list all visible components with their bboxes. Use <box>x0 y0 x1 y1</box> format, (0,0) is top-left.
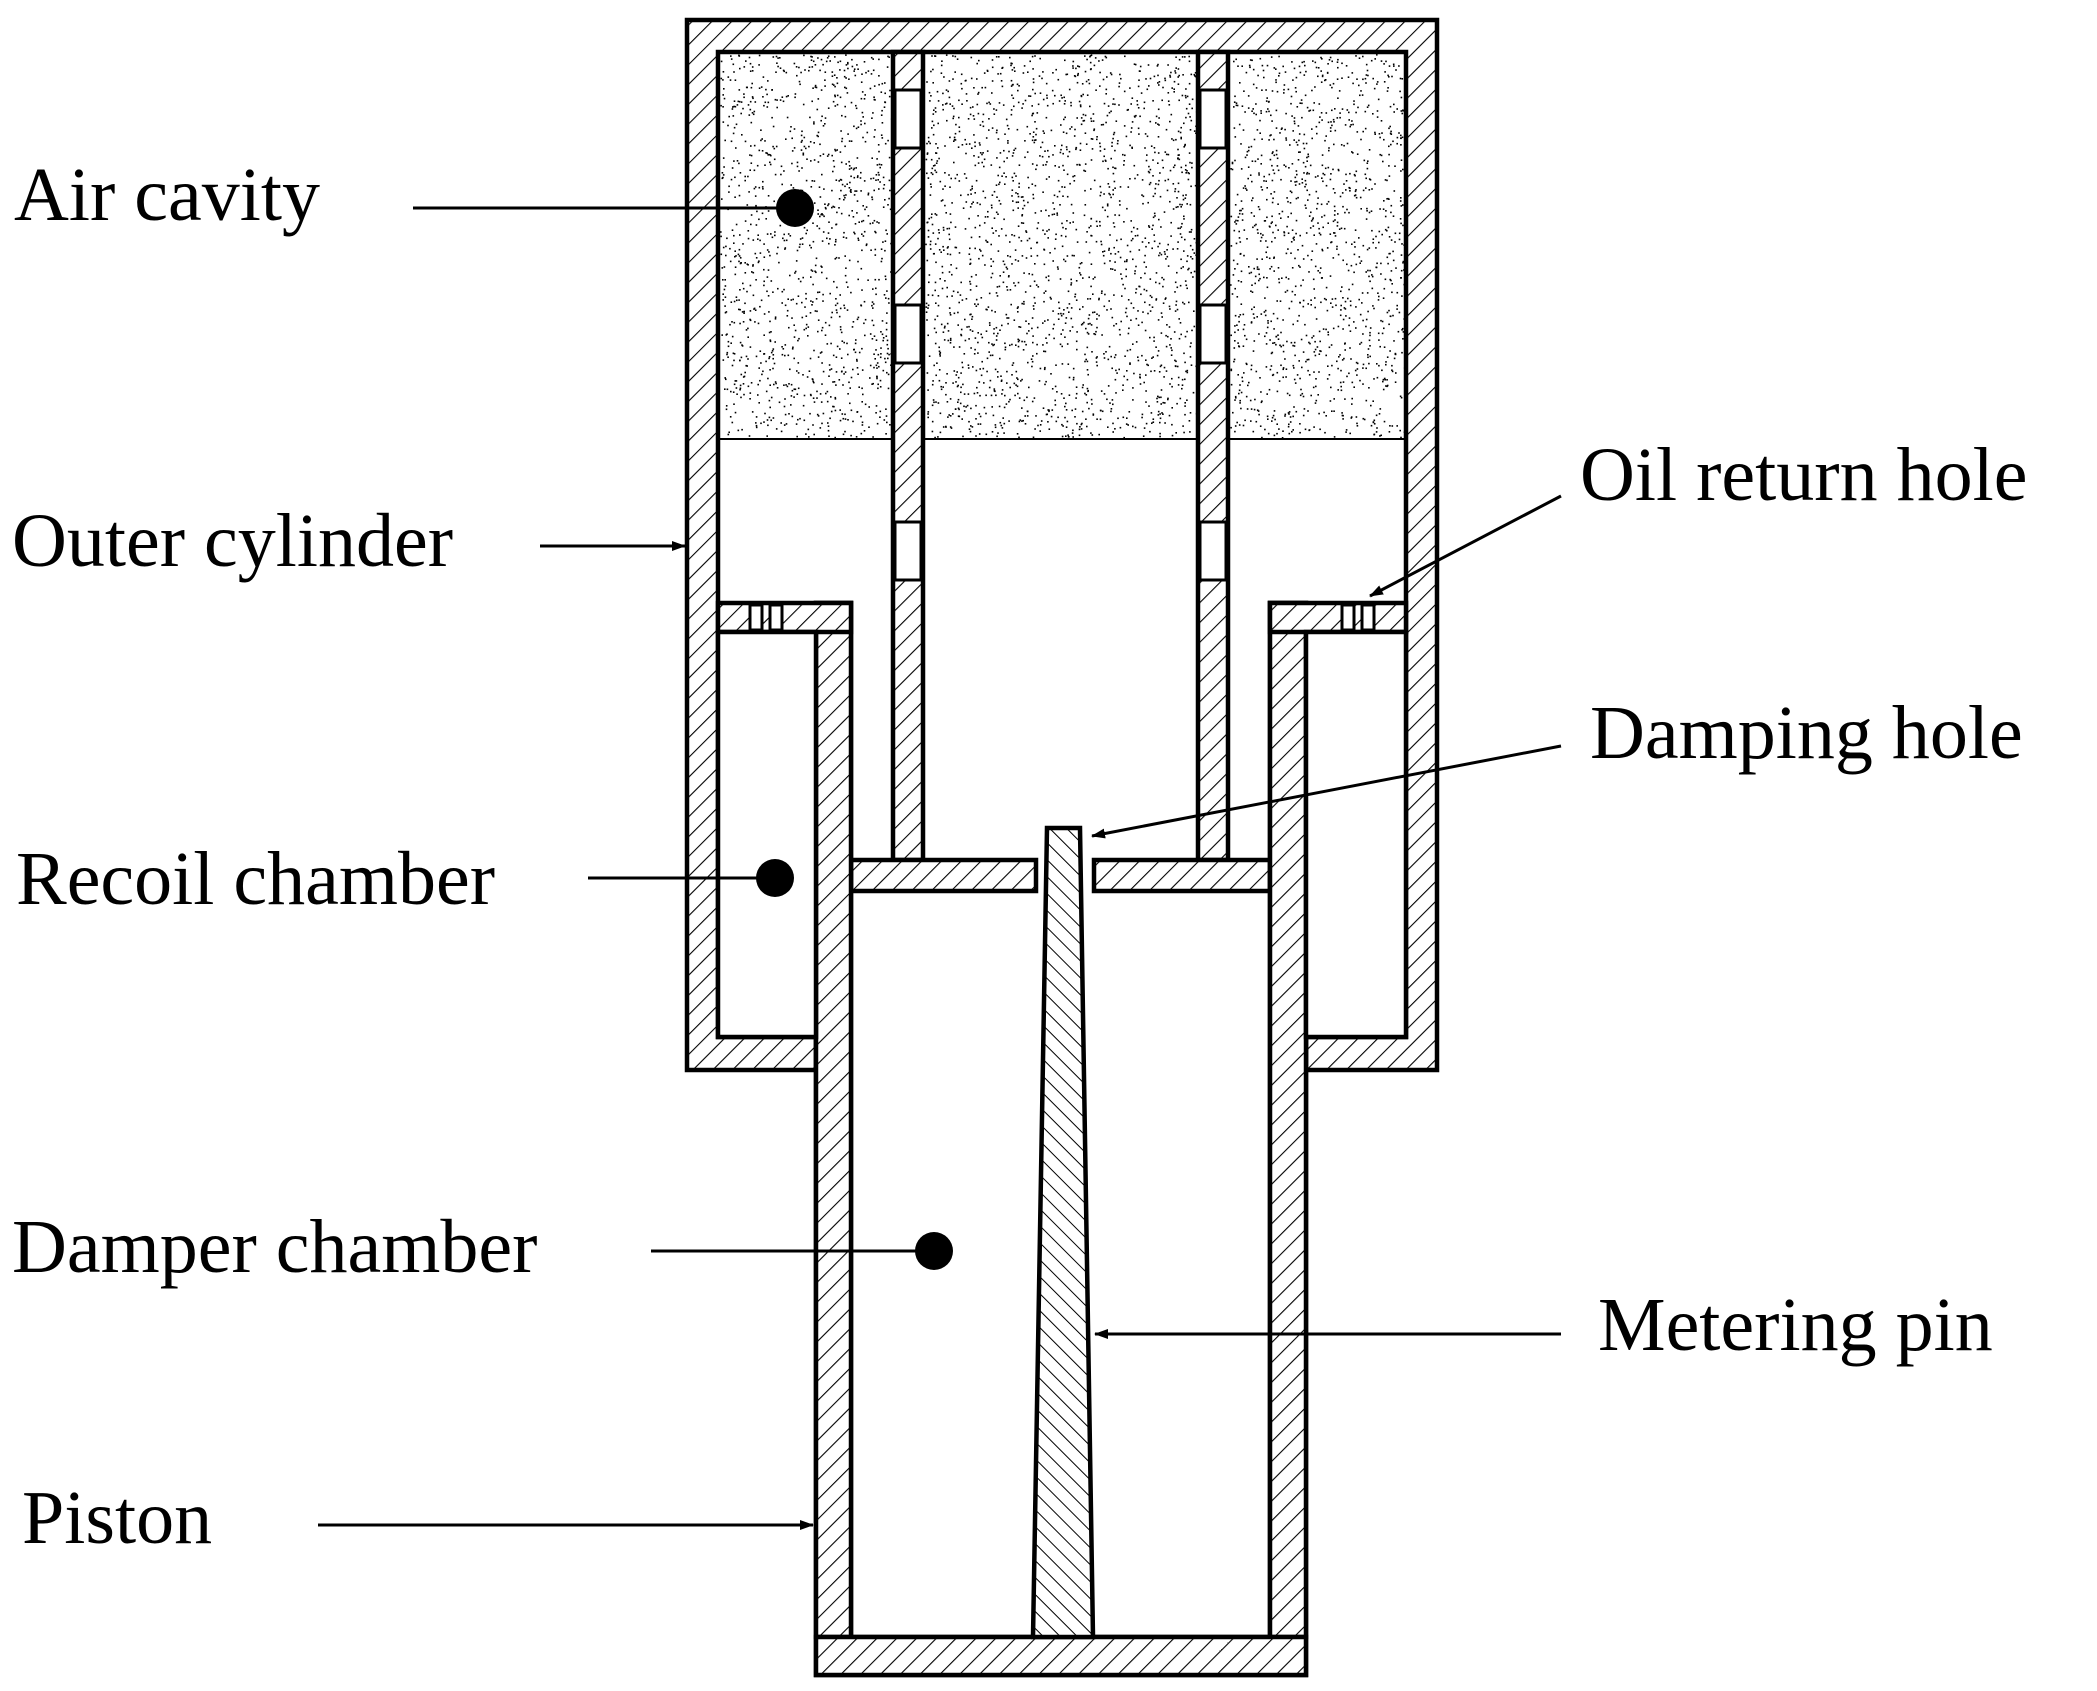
piston-flange-right <box>1267 600 1409 635</box>
label-damping-hole: Damping hole <box>1590 691 2023 775</box>
air-cavity-gas <box>720 54 1406 439</box>
label-damper-chamber: Damper chamber <box>12 1205 537 1289</box>
piston-wall-right <box>1267 600 1309 1640</box>
piston-wall-left <box>813 600 854 1640</box>
label-air-cavity: Air cavity <box>14 153 320 237</box>
orifice-plate-right <box>1091 857 1273 894</box>
inner-tube-right <box>1195 49 1231 863</box>
orifice-plate-left <box>848 857 1039 894</box>
oil-return-holes <box>748 603 1376 632</box>
recoil-wall-right <box>1303 629 1409 1040</box>
label-outer-cylinder: Outer cylinder <box>12 499 453 583</box>
label-piston: Piston <box>22 1476 212 1560</box>
metering-pin <box>1030 825 1096 1640</box>
label-oil-return-hole: Oil return hole <box>1580 433 2027 517</box>
oil-return-hole-leader <box>1369 494 1562 598</box>
label-metering-pin: Metering pin <box>1598 1283 1993 1367</box>
recoil-wall-left <box>715 629 819 1040</box>
piston-bottom <box>813 1634 1309 1678</box>
label-recoil-chamber: Recoil chamber <box>16 837 495 921</box>
inner-tube-left <box>890 49 926 863</box>
inner-tube-holes <box>893 88 1228 582</box>
piston-flange-left <box>715 600 854 635</box>
damping-hole-leader <box>1091 744 1562 839</box>
